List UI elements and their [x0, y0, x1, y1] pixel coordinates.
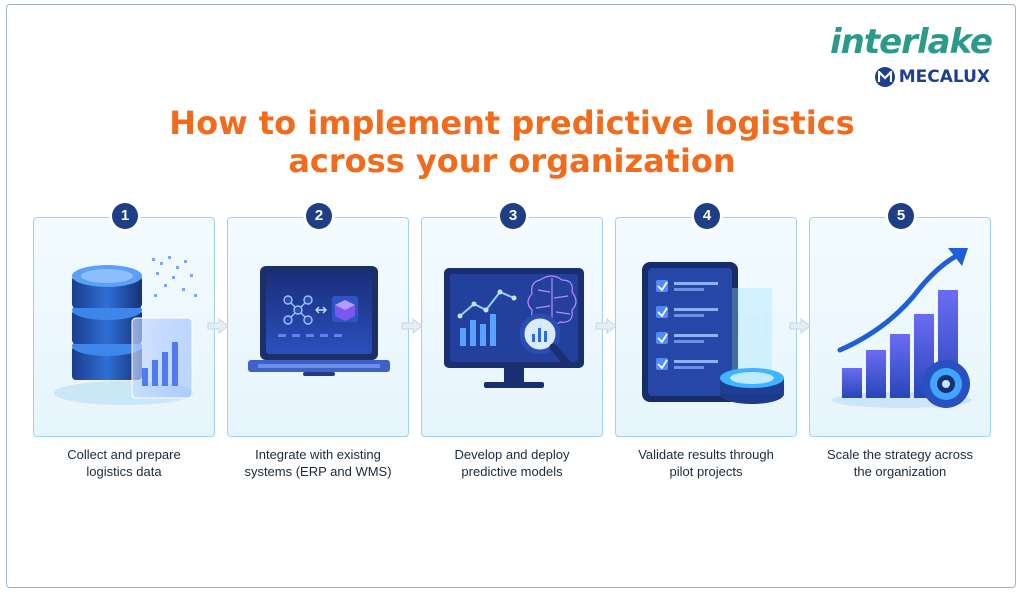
step-number-badge: 4 [694, 203, 720, 229]
arrow-right-icon [401, 318, 423, 334]
step-caption: Validate results through pilot projects [638, 447, 774, 479]
step-number-badge: 1 [112, 203, 138, 229]
step-number-badge: 5 [888, 203, 914, 229]
title-line-1: How to implement predictive logistics [169, 104, 855, 142]
arrow-right-icon [595, 318, 617, 334]
step-1: 1 Co [33, 203, 215, 503]
laptop-icon [248, 266, 390, 376]
step-caption: Integrate with existing systems (ERP and… [244, 447, 392, 479]
tablet-checklist-icon [642, 262, 784, 404]
brand-logo: interlake MECALUX [802, 22, 993, 92]
title-line-2: across your organization [288, 142, 736, 180]
brand-name: interlake [830, 22, 993, 62]
infographic-frame [6, 4, 1016, 588]
step-caption: Develop and deploy predictive models [454, 447, 570, 479]
step-2: 2 Integra [227, 203, 409, 503]
step-caption: Scale the strategy across the organizati… [827, 447, 973, 479]
step-card [421, 217, 603, 437]
step-card [615, 217, 797, 437]
step-5: 5 Scale the strategy across the organiza… [809, 203, 991, 503]
step-number-badge: 2 [306, 203, 332, 229]
arrow-right-icon [789, 318, 811, 334]
step-4: 4 Validate results through pilo [615, 203, 797, 503]
step-3: 3 Develop and deploy predictive models [421, 203, 603, 503]
arrow-right-icon [207, 318, 229, 334]
step-card [33, 217, 215, 437]
monitor-chart-icon [444, 268, 584, 388]
brand-sub-text: MECALUX [898, 67, 990, 87]
step-number-badge: 3 [500, 203, 526, 229]
growth-chart-icon [832, 248, 972, 408]
page-title: How to implement predictive logistics ac… [0, 104, 1024, 180]
brand-sub: MECALUX [874, 66, 990, 88]
step-card [809, 217, 991, 437]
mecalux-m-icon [874, 67, 895, 87]
step-caption: Collect and prepare logistics data [67, 447, 181, 479]
database-icon [54, 256, 197, 405]
step-card [227, 217, 409, 437]
